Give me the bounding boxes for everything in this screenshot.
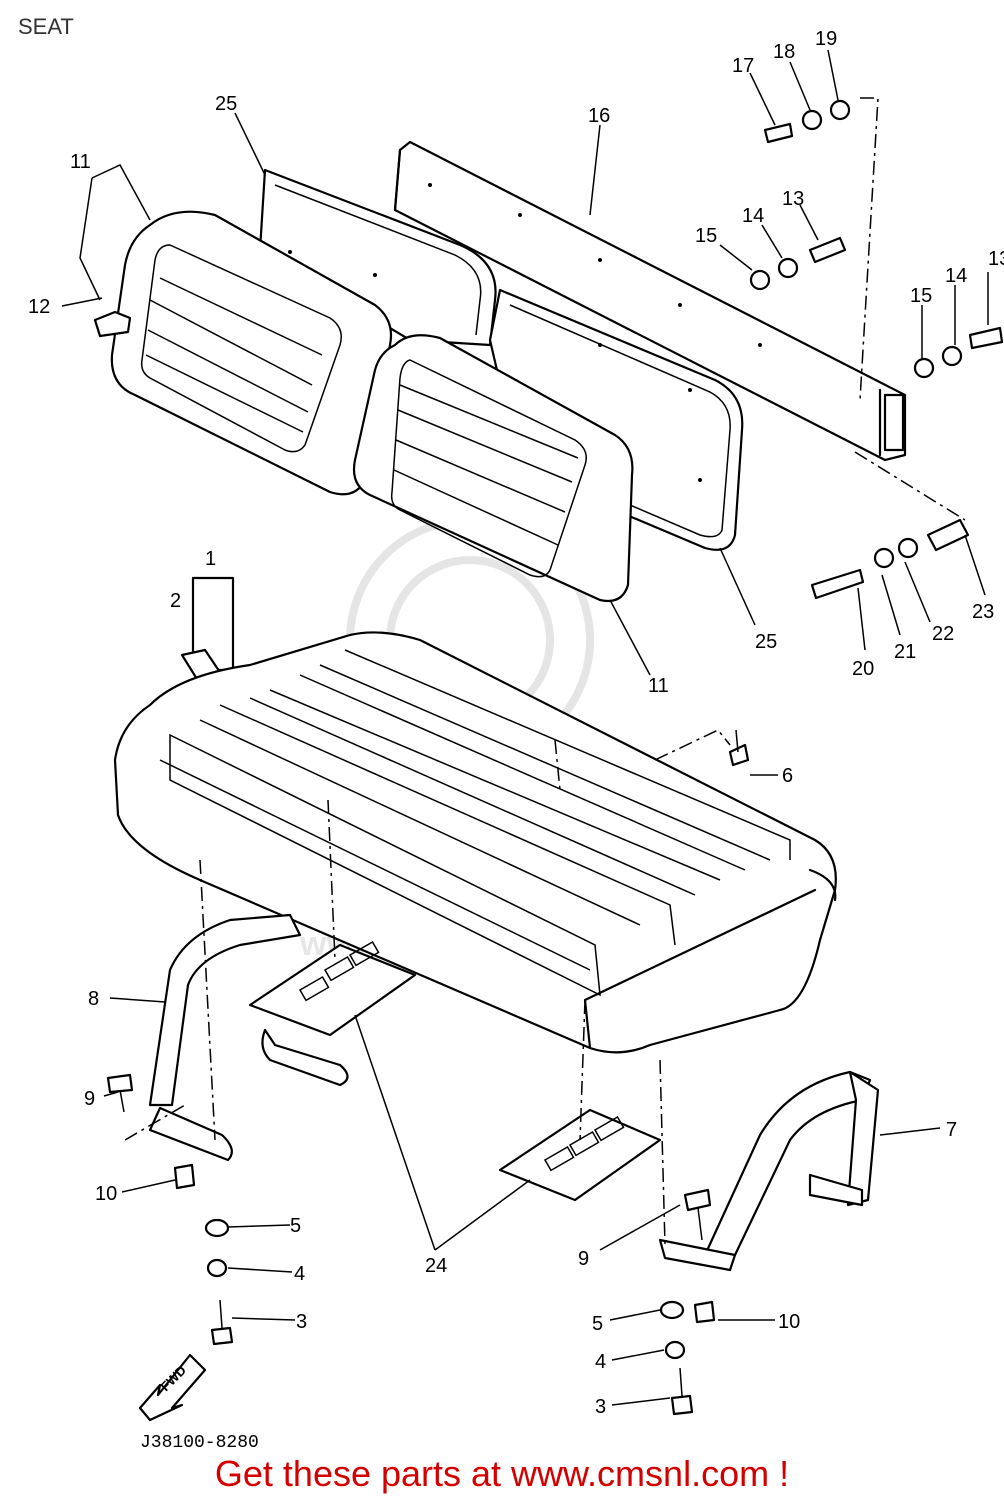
callout-10: 10 bbox=[95, 1183, 117, 1205]
part-24-bracket-left bbox=[248, 940, 417, 1037]
callout-13b-top: 13 bbox=[988, 248, 1004, 270]
part-11-back-cushion-left bbox=[110, 210, 393, 496]
callout-19: 19 bbox=[815, 28, 837, 50]
seat-parts-diagram: www.cmsnl.com bbox=[28, 28, 1004, 1450]
part-16-back-board bbox=[393, 140, 907, 462]
callout-5: 5 bbox=[290, 1215, 301, 1237]
callout-21: 21 bbox=[894, 641, 916, 663]
callout-15b: 15 bbox=[910, 285, 932, 307]
drawing-code: J38100-8280 bbox=[140, 1433, 259, 1450]
callout-5b: 5 bbox=[592, 1313, 603, 1335]
callout-10b: 10 bbox=[778, 1311, 800, 1333]
callout-3b: 3 bbox=[595, 1396, 606, 1418]
page-title: SEAT bbox=[18, 14, 74, 39]
seat-cushion bbox=[113, 631, 837, 1054]
part-11-back-cushion-right bbox=[352, 334, 634, 603]
part-24-bracket-right bbox=[498, 1108, 662, 1202]
callout-25: 25 bbox=[215, 93, 237, 115]
callout-15: 15 bbox=[695, 225, 717, 247]
part-7-frame-right bbox=[658, 1070, 880, 1272]
forward-arrow: FWD bbox=[138, 1353, 207, 1422]
callout-9b: 9 bbox=[578, 1248, 589, 1270]
callout-13: 13 bbox=[782, 188, 804, 210]
part-25-back-frames bbox=[258, 168, 744, 551]
callout-11: 11 bbox=[70, 151, 91, 173]
callout-24: 24 bbox=[425, 1255, 447, 1277]
callout-4b: 4 bbox=[595, 1351, 606, 1373]
callout-14b: 14 bbox=[945, 265, 967, 287]
callout-17: 17 bbox=[732, 55, 754, 77]
part-8-frame-left bbox=[148, 913, 349, 1162]
callout-3: 3 bbox=[296, 1311, 307, 1333]
callout-25b: 25 bbox=[755, 631, 777, 653]
hardware bbox=[106, 99, 1004, 1416]
callout-7: 7 bbox=[946, 1119, 957, 1141]
callout-labels: 1 2 3 3 4 4 5 5 6 7 8 9 9 10 10 11 11 13… bbox=[28, 28, 1004, 1418]
callout-9: 9 bbox=[84, 1088, 95, 1110]
leader-lines bbox=[61, 49, 989, 1406]
callout-11b: 11 bbox=[648, 675, 669, 697]
callout-14: 14 bbox=[742, 205, 764, 227]
callout-1: 1 bbox=[205, 548, 216, 570]
footer-cta-link[interactable]: Get these parts at www.cmsnl.com ! bbox=[214, 1453, 790, 1494]
callout-4: 4 bbox=[294, 1263, 305, 1285]
callout-16: 16 bbox=[588, 105, 610, 127]
part-12-tab bbox=[93, 310, 132, 338]
callout-23: 23 bbox=[972, 601, 994, 623]
callout-8: 8 bbox=[88, 988, 99, 1010]
callout-2: 2 bbox=[170, 590, 181, 612]
callout-12: 12 bbox=[28, 296, 50, 318]
callout-18: 18 bbox=[773, 41, 795, 63]
callout-22: 22 bbox=[932, 623, 954, 645]
callout-6: 6 bbox=[782, 765, 793, 787]
callout-20: 20 bbox=[852, 658, 874, 680]
